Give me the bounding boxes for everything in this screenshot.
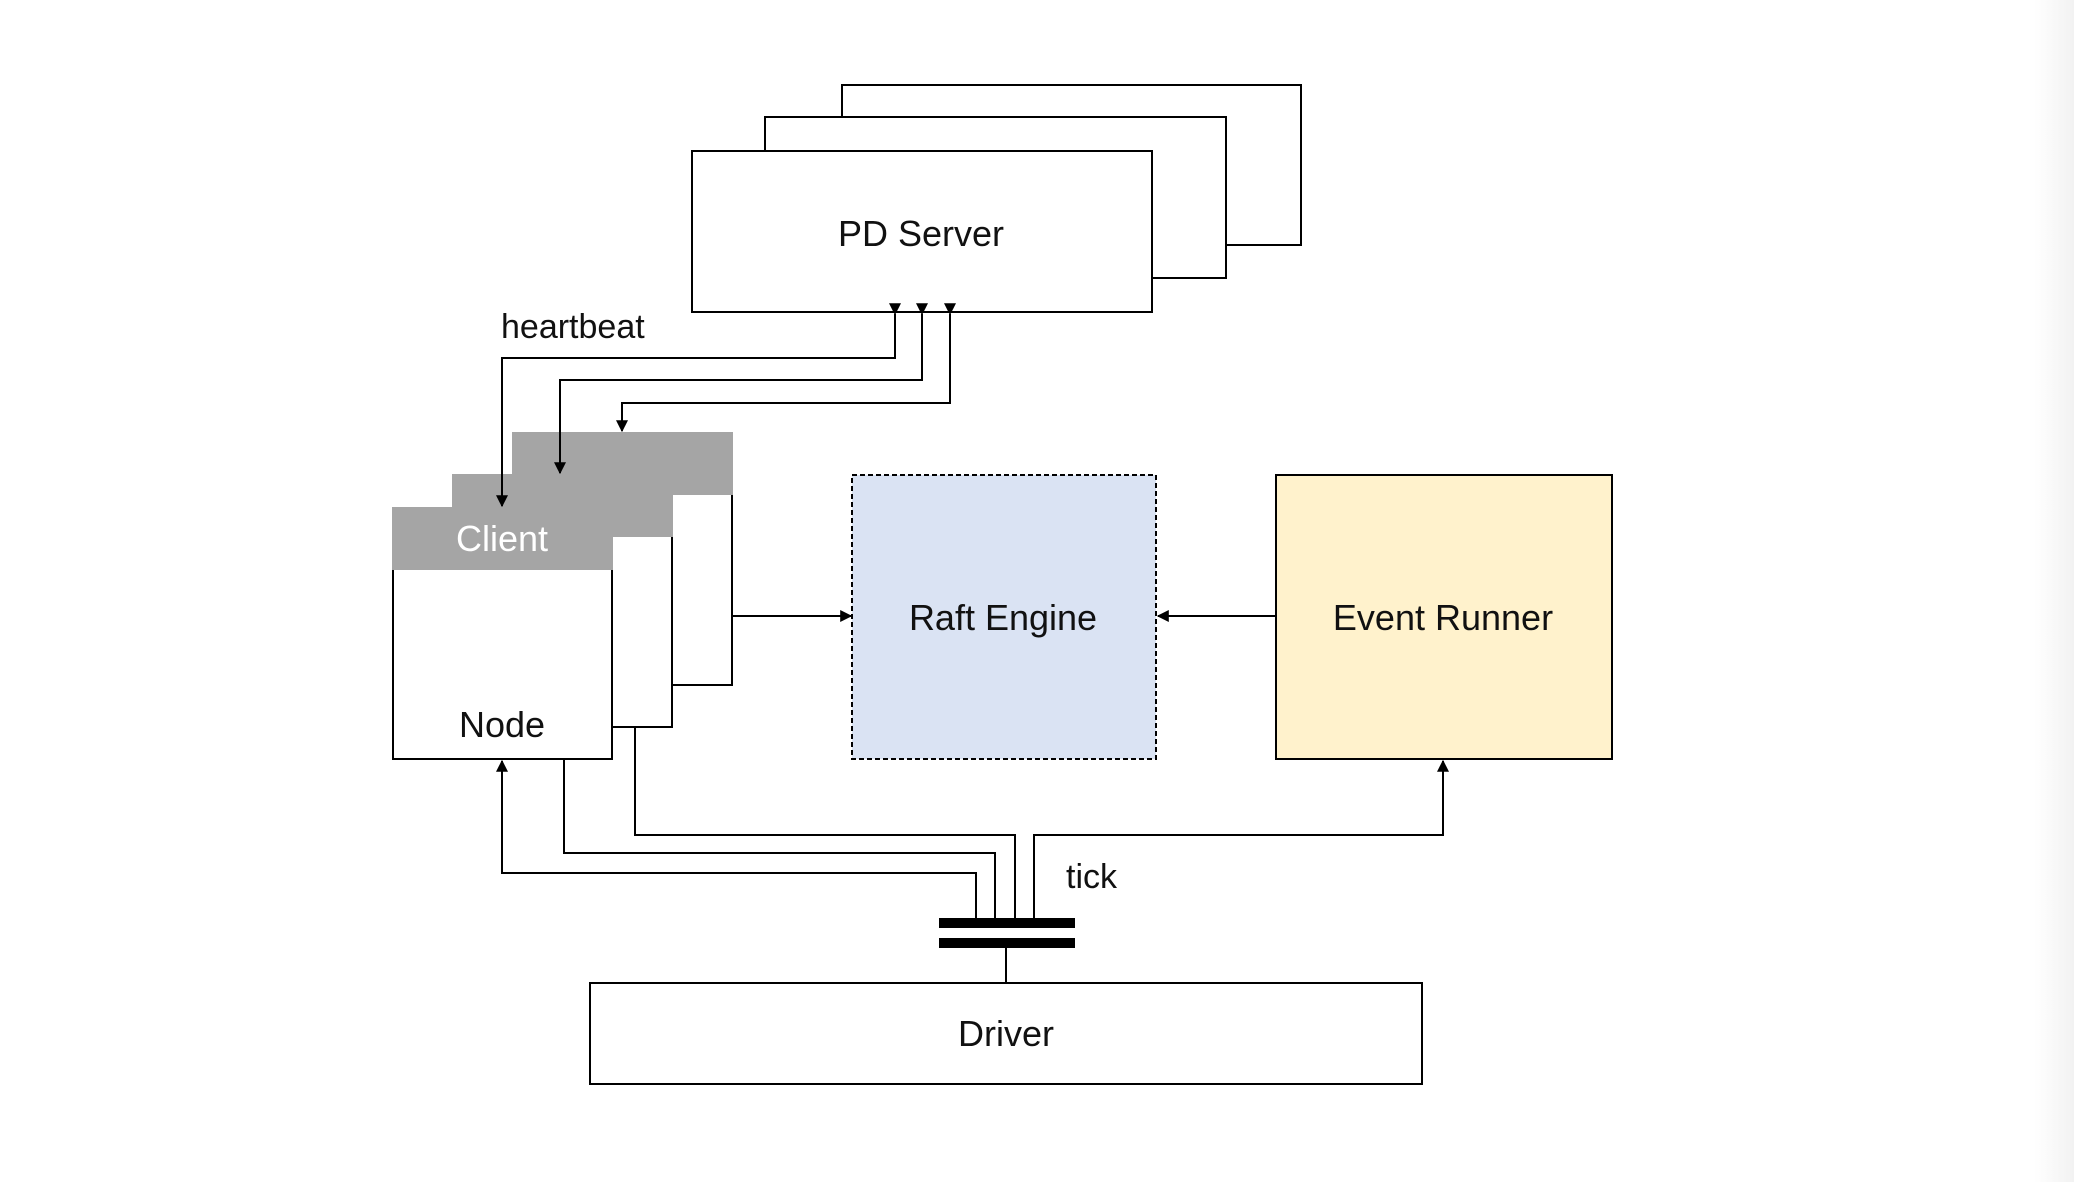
client-header xyxy=(392,507,613,570)
event-runner-box xyxy=(1275,474,1613,760)
tick-hub-bar-top xyxy=(939,918,1075,928)
tick-line-back-node xyxy=(634,728,1016,918)
driver-label: Driver xyxy=(958,1013,1054,1054)
tick-line-front-node xyxy=(496,759,977,918)
node-label: Node xyxy=(459,704,545,745)
tick-hub-bar-bottom xyxy=(939,938,1075,948)
tick-label: tick xyxy=(1066,858,1118,896)
tick-line-middle-node xyxy=(563,760,996,918)
window-edge-shadow xyxy=(2034,0,2074,1182)
pd-server-label: PD Server xyxy=(838,213,1004,254)
event-runner-label: Event Runner xyxy=(1333,597,1553,638)
raft-engine-label: Raft Engine xyxy=(909,597,1097,638)
driver-box xyxy=(589,982,1423,1085)
raft-engine-box xyxy=(851,474,1157,760)
client-label: Client xyxy=(456,518,548,559)
heartbeat-label: heartbeat xyxy=(501,308,645,346)
tick-line-event-runner xyxy=(1033,759,1449,918)
heartbeat-arrow-back xyxy=(616,303,956,433)
pd-server-box xyxy=(691,150,1153,313)
